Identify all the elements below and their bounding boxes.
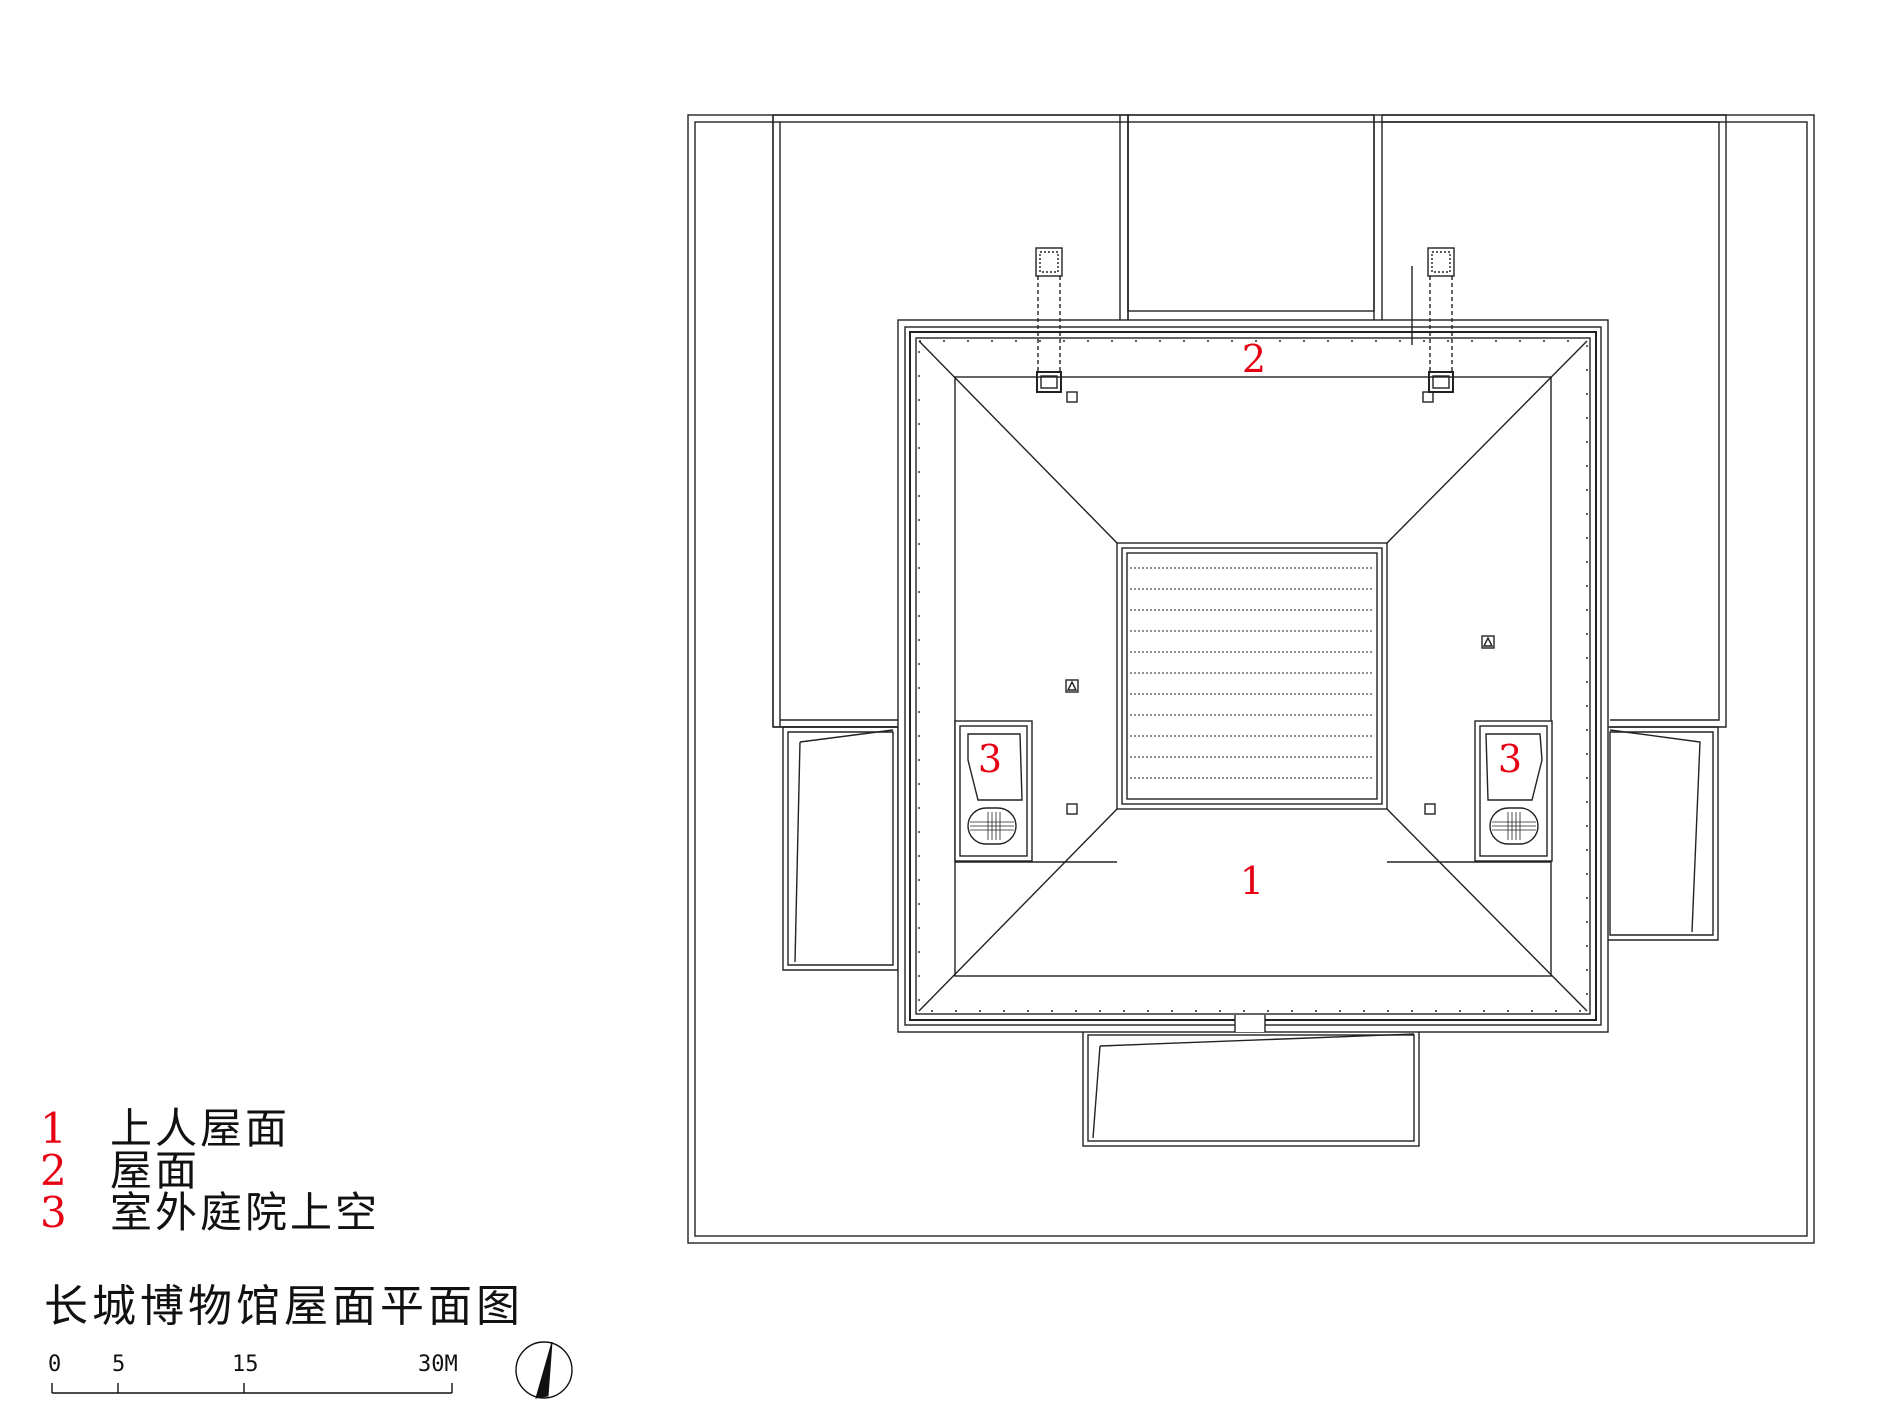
zone-label-2: 2 [1242,337,1266,381]
west-courtyard [954,720,1033,862]
scale-tick-label: 15 [232,1352,259,1377]
roof-drains [1065,391,1495,815]
hip-roof [918,340,1588,1012]
south-wing [1082,1029,1420,1147]
scale-tick-label: 0 [48,1352,62,1377]
north-arrow-icon [515,1341,573,1399]
zone-label-3-east: 3 [1498,737,1522,781]
scale-bar [51,1383,453,1394]
zone-label-1: 1 [1240,859,1264,903]
legend-label: 上人屋面 [110,1104,291,1153]
drawing-title: 长城博物馆屋面平面图 [44,1281,524,1332]
legend-number: 2 [40,1146,67,1195]
legend-number: 1 [40,1104,67,1153]
east-courtyard [1474,720,1553,862]
zone-label-3-west: 3 [978,737,1002,781]
scale-tick-label: 30M [418,1352,458,1377]
central-skylight [1116,542,1388,810]
vent-shafts [1035,247,1455,393]
west-wing [782,726,899,971]
legend-label: 屋面 [110,1146,201,1195]
east-wing [1604,726,1719,941]
legend-label: 室外庭院上空 [110,1188,381,1237]
scale-tick-label: 5 [112,1352,126,1377]
legend-number: 3 [40,1188,67,1237]
